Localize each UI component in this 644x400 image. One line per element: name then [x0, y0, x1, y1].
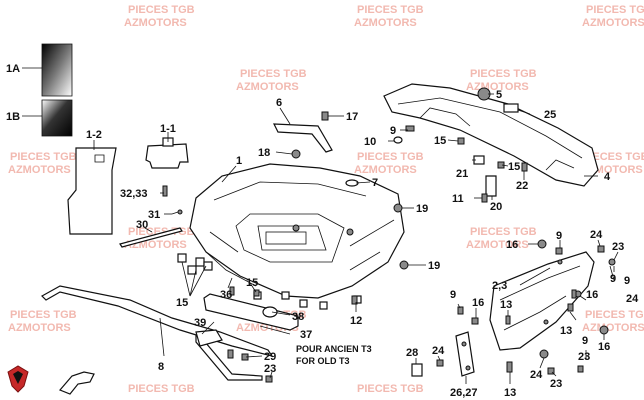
part-frame-rail	[41, 285, 274, 357]
callout-label: 24	[590, 229, 603, 241]
callout-label: 23	[550, 378, 562, 390]
note-french: POUR ANCIEN T3	[296, 344, 372, 354]
callout-label: 16	[506, 239, 518, 251]
callout-label: 4	[604, 171, 611, 183]
callout-label: 26,27	[450, 387, 478, 399]
callout-label: 37	[300, 329, 312, 341]
part-bracket	[145, 143, 189, 169]
part-rear-spoiler	[383, 83, 599, 187]
legend-label-1b: 1B	[6, 111, 20, 123]
watermark-text: AZMOTORS	[466, 239, 529, 251]
callout-label: 29	[264, 351, 276, 363]
callout-label: 16	[472, 297, 484, 309]
callout-label: 16	[586, 289, 598, 301]
callout-label: 1-2	[86, 129, 102, 141]
part-plate	[455, 331, 475, 377]
callout-label: 9	[624, 275, 630, 287]
callout-label: 16	[598, 341, 610, 353]
watermark-text: PIECES TGB	[10, 309, 77, 321]
callout-label: 15	[434, 135, 446, 147]
callout-label: 2,3	[492, 280, 507, 292]
brand-logo-icon	[7, 365, 29, 393]
callout-label: 1	[236, 155, 242, 167]
watermark-text: PIECES TGB	[128, 4, 195, 16]
callout-label: 32,33	[120, 188, 148, 200]
callout-label: 24	[626, 293, 639, 305]
callout-label: 13	[504, 387, 516, 399]
callout-label: 9	[610, 273, 616, 285]
callout-label: 13	[560, 325, 572, 337]
callout-label: 15	[508, 161, 520, 173]
part-top-bracket	[273, 123, 333, 153]
callout-label: 12	[350, 315, 362, 327]
callout-label: 9	[390, 125, 396, 137]
callout-label: 8	[158, 361, 164, 373]
callout-label: 23	[578, 351, 590, 363]
watermark-text: AZMOTORS	[8, 164, 71, 176]
callout-label: 6	[276, 97, 282, 109]
callout-label: 28	[406, 347, 418, 359]
part-rear-fender	[189, 163, 405, 299]
watermark-text: PIECES TGB	[240, 68, 307, 80]
callout-label: 30	[136, 219, 148, 231]
part-rod	[119, 227, 183, 248]
callout-label: 24	[530, 369, 543, 381]
watermark-text: PIECES TGB	[357, 4, 424, 16]
callout-label: 7	[372, 177, 378, 189]
watermark-text: PIECES TGB	[357, 151, 424, 163]
watermark-text: PIECES TGB	[586, 4, 644, 16]
watermark-text: PIECES TGB	[10, 151, 77, 163]
callout-label: 10	[364, 136, 376, 148]
watermark-text: PIECES TGB	[470, 226, 537, 238]
watermark-text: AZMOTORS	[354, 17, 417, 29]
watermark-text: PIECES TGB	[470, 68, 537, 80]
callout-label: 31	[148, 209, 160, 221]
callout-labels: 1-2 1-1 1 6 17 18 7 19 19 32,33 31 30 15…	[86, 89, 639, 399]
callout-label: 36	[220, 289, 232, 301]
callout-label: 38	[292, 311, 304, 323]
leader-lines	[93, 93, 619, 384]
watermark-text: PIECES TGB	[357, 383, 424, 395]
watermark-text: AZMOTORS	[236, 81, 299, 93]
swatch-1a	[41, 43, 73, 97]
callout-label: 23	[264, 363, 276, 375]
callout-label: 15	[246, 277, 258, 289]
callout-label: 11	[452, 193, 464, 205]
callout-label: 13	[500, 299, 512, 311]
callout-label: 18	[258, 147, 270, 159]
watermark-text: PIECES TGB	[582, 151, 644, 163]
callout-label: 9	[556, 230, 562, 242]
callout-label: 22	[516, 180, 528, 192]
watermark-text: PIECES TGB	[585, 309, 644, 321]
note-english: FOR OLD T3	[296, 356, 350, 366]
callout-label: 21	[456, 168, 468, 180]
part-small-bracket	[58, 371, 95, 395]
callout-label: 23	[612, 241, 624, 253]
watermark-text: PIECES TGB	[128, 383, 195, 395]
callout-label: 15	[176, 297, 188, 309]
callout-label: 25	[544, 109, 556, 121]
legend-label-1a: 1A	[6, 63, 20, 75]
watermark-text: AZMOTORS	[124, 17, 187, 29]
callout-label: 9	[582, 335, 588, 347]
watermark-text: AZMOTORS	[582, 17, 644, 29]
part-inner-panel	[67, 147, 117, 235]
swatch-1b	[41, 99, 73, 137]
callout-label: 20	[490, 201, 502, 213]
callout-label: 19	[416, 203, 428, 215]
callout-label: 5	[496, 89, 502, 101]
watermark-text: AZMOTORS	[354, 164, 417, 176]
part-support-bar	[203, 293, 299, 331]
watermark-text: AZMOTORS	[582, 322, 644, 334]
callout-label: 1-1	[160, 123, 176, 135]
callout-label: 39	[194, 317, 206, 329]
callout-label: 17	[346, 111, 358, 123]
callout-label: 24	[432, 345, 445, 357]
watermark-text: AZMOTORS	[8, 322, 71, 334]
callout-label: 19	[428, 260, 440, 272]
color-legend: 1A 1B	[6, 43, 73, 137]
callout-label: 9	[450, 289, 456, 301]
